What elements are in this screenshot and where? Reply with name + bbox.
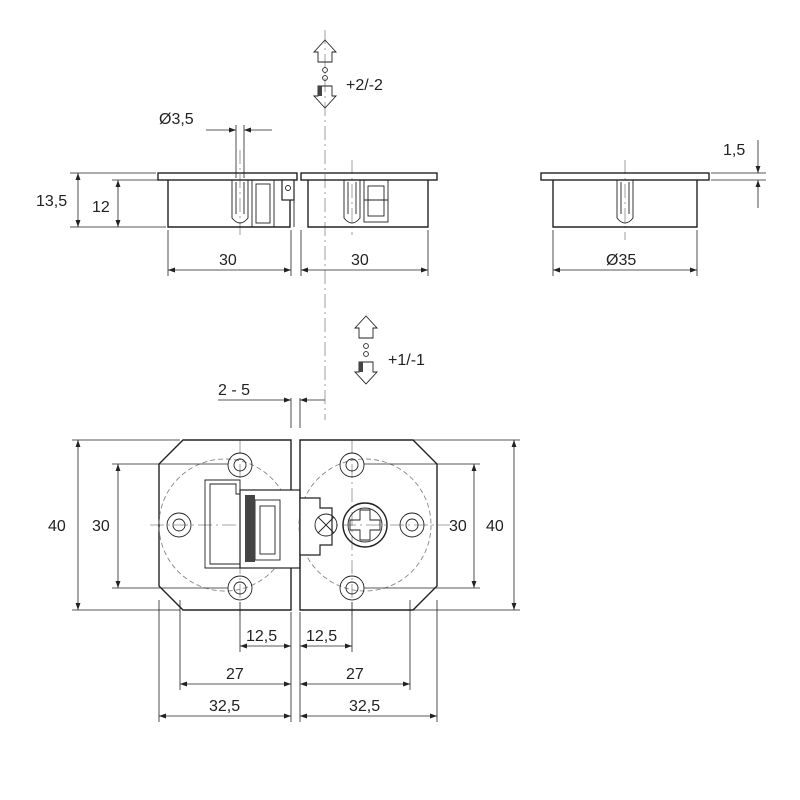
dim-center-offset: 12,5 12,5: [239, 602, 353, 722]
dim-gap-label: 2 - 5: [218, 382, 250, 399]
vertical-adjust-label: +2/-2: [346, 77, 383, 94]
dim-cup-span-right-label: 27: [346, 666, 364, 683]
horizontal-adjust-label: +1/-1: [388, 352, 425, 369]
dim-hole-diameter: Ø3,5: [159, 111, 272, 178]
dim-total-height-label: 13,5: [36, 193, 67, 210]
dim-cup-diameter: Ø35: [552, 230, 698, 276]
side-view-right-cup: [300, 172, 438, 228]
dim-hole-spacing-left-label: 30: [92, 518, 110, 535]
dim-side-width-right-label: 30: [351, 252, 369, 269]
dim-hole-spacing-right-label: 30: [449, 518, 467, 535]
dim-cup-height: 12: [92, 179, 166, 227]
dim-cup-diameter-label: Ø35: [606, 252, 636, 269]
phillips-screw-icon: [342, 502, 388, 548]
dim-plate-width-left-label: 32,5: [209, 698, 240, 715]
plan-view-left-plate: [158, 439, 301, 611]
dim-plate-width: 32,5 32,5: [158, 600, 438, 722]
dim-flange-thickness: 1,5: [711, 140, 766, 208]
dim-center-offset-right-label: 12,5: [306, 628, 337, 645]
screw-hole-right-top: [339, 452, 365, 478]
dim-outer-height-left: 40: [48, 439, 180, 611]
dim-side-width-left-label: 30: [219, 252, 237, 269]
screw-hole-right-mid: [399, 512, 425, 538]
dim-cup-span: 27 27: [179, 600, 411, 690]
dim-flange-thickness-label: 1,5: [723, 142, 745, 159]
dim-outer-height-left-label: 40: [48, 518, 66, 535]
dim-cup-span-left-label: 27: [226, 666, 244, 683]
dim-plate-width-right-label: 32,5: [349, 698, 380, 715]
dim-side-widths: 30 30: [167, 230, 429, 276]
dim-cup-height-label: 12: [92, 199, 110, 216]
vertical-adjust-arrows: +2/-2: [312, 39, 383, 109]
dim-outer-height-right: 40: [413, 439, 520, 611]
dim-hole-diameter-label: Ø3,5: [159, 111, 194, 128]
dim-hole-spacing-left: 30: [92, 463, 228, 589]
screw-hole-left-mid: [166, 512, 192, 538]
dim-center-offset-left-label: 12,5: [246, 628, 277, 645]
side-view-cup-only: [540, 172, 710, 228]
side-view-left-cup: [157, 172, 298, 228]
dim-gap: 2 - 5: [218, 382, 325, 428]
dim-hole-spacing-right: 30: [364, 463, 480, 589]
screw-hole-left-top: [227, 452, 253, 478]
horizontal-adjust-arrows: +1/-1: [353, 315, 425, 385]
dim-outer-height-right-label: 40: [486, 518, 504, 535]
